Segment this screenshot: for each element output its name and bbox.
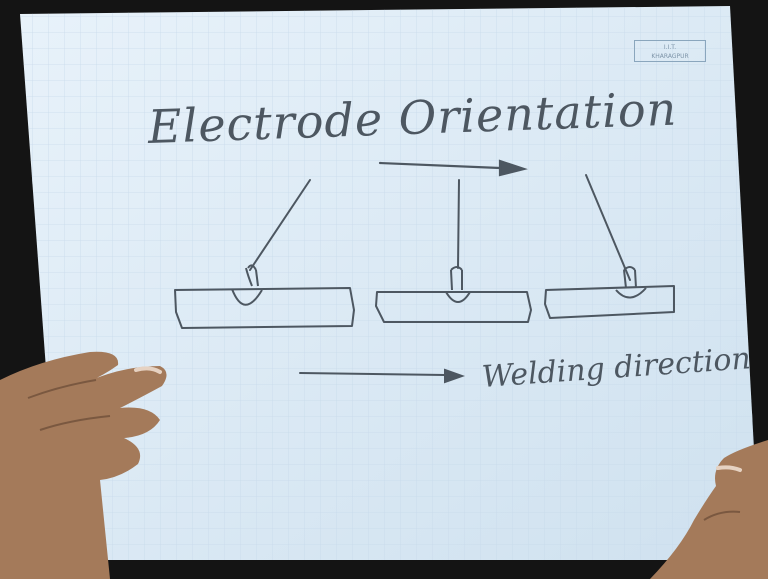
welding-direction-arrow: [299, 368, 466, 384]
plate-middle: [375, 266, 532, 323]
top-direction-arrow: [378, 159, 528, 177]
stamp-line-1: I.I.T.: [663, 44, 677, 51]
electrode-middle: [457, 179, 460, 269]
right-hand: [650, 440, 768, 579]
electrode-right: [585, 174, 631, 281]
electrode-left: [249, 179, 311, 271]
left-hand: [0, 351, 167, 579]
plate-right: [544, 266, 675, 319]
paper-stamp: I.I.T. KHARAGPUR: [634, 40, 706, 62]
plate-left: [174, 264, 355, 329]
stamp-line-2: KHARAGPUR: [651, 53, 689, 60]
